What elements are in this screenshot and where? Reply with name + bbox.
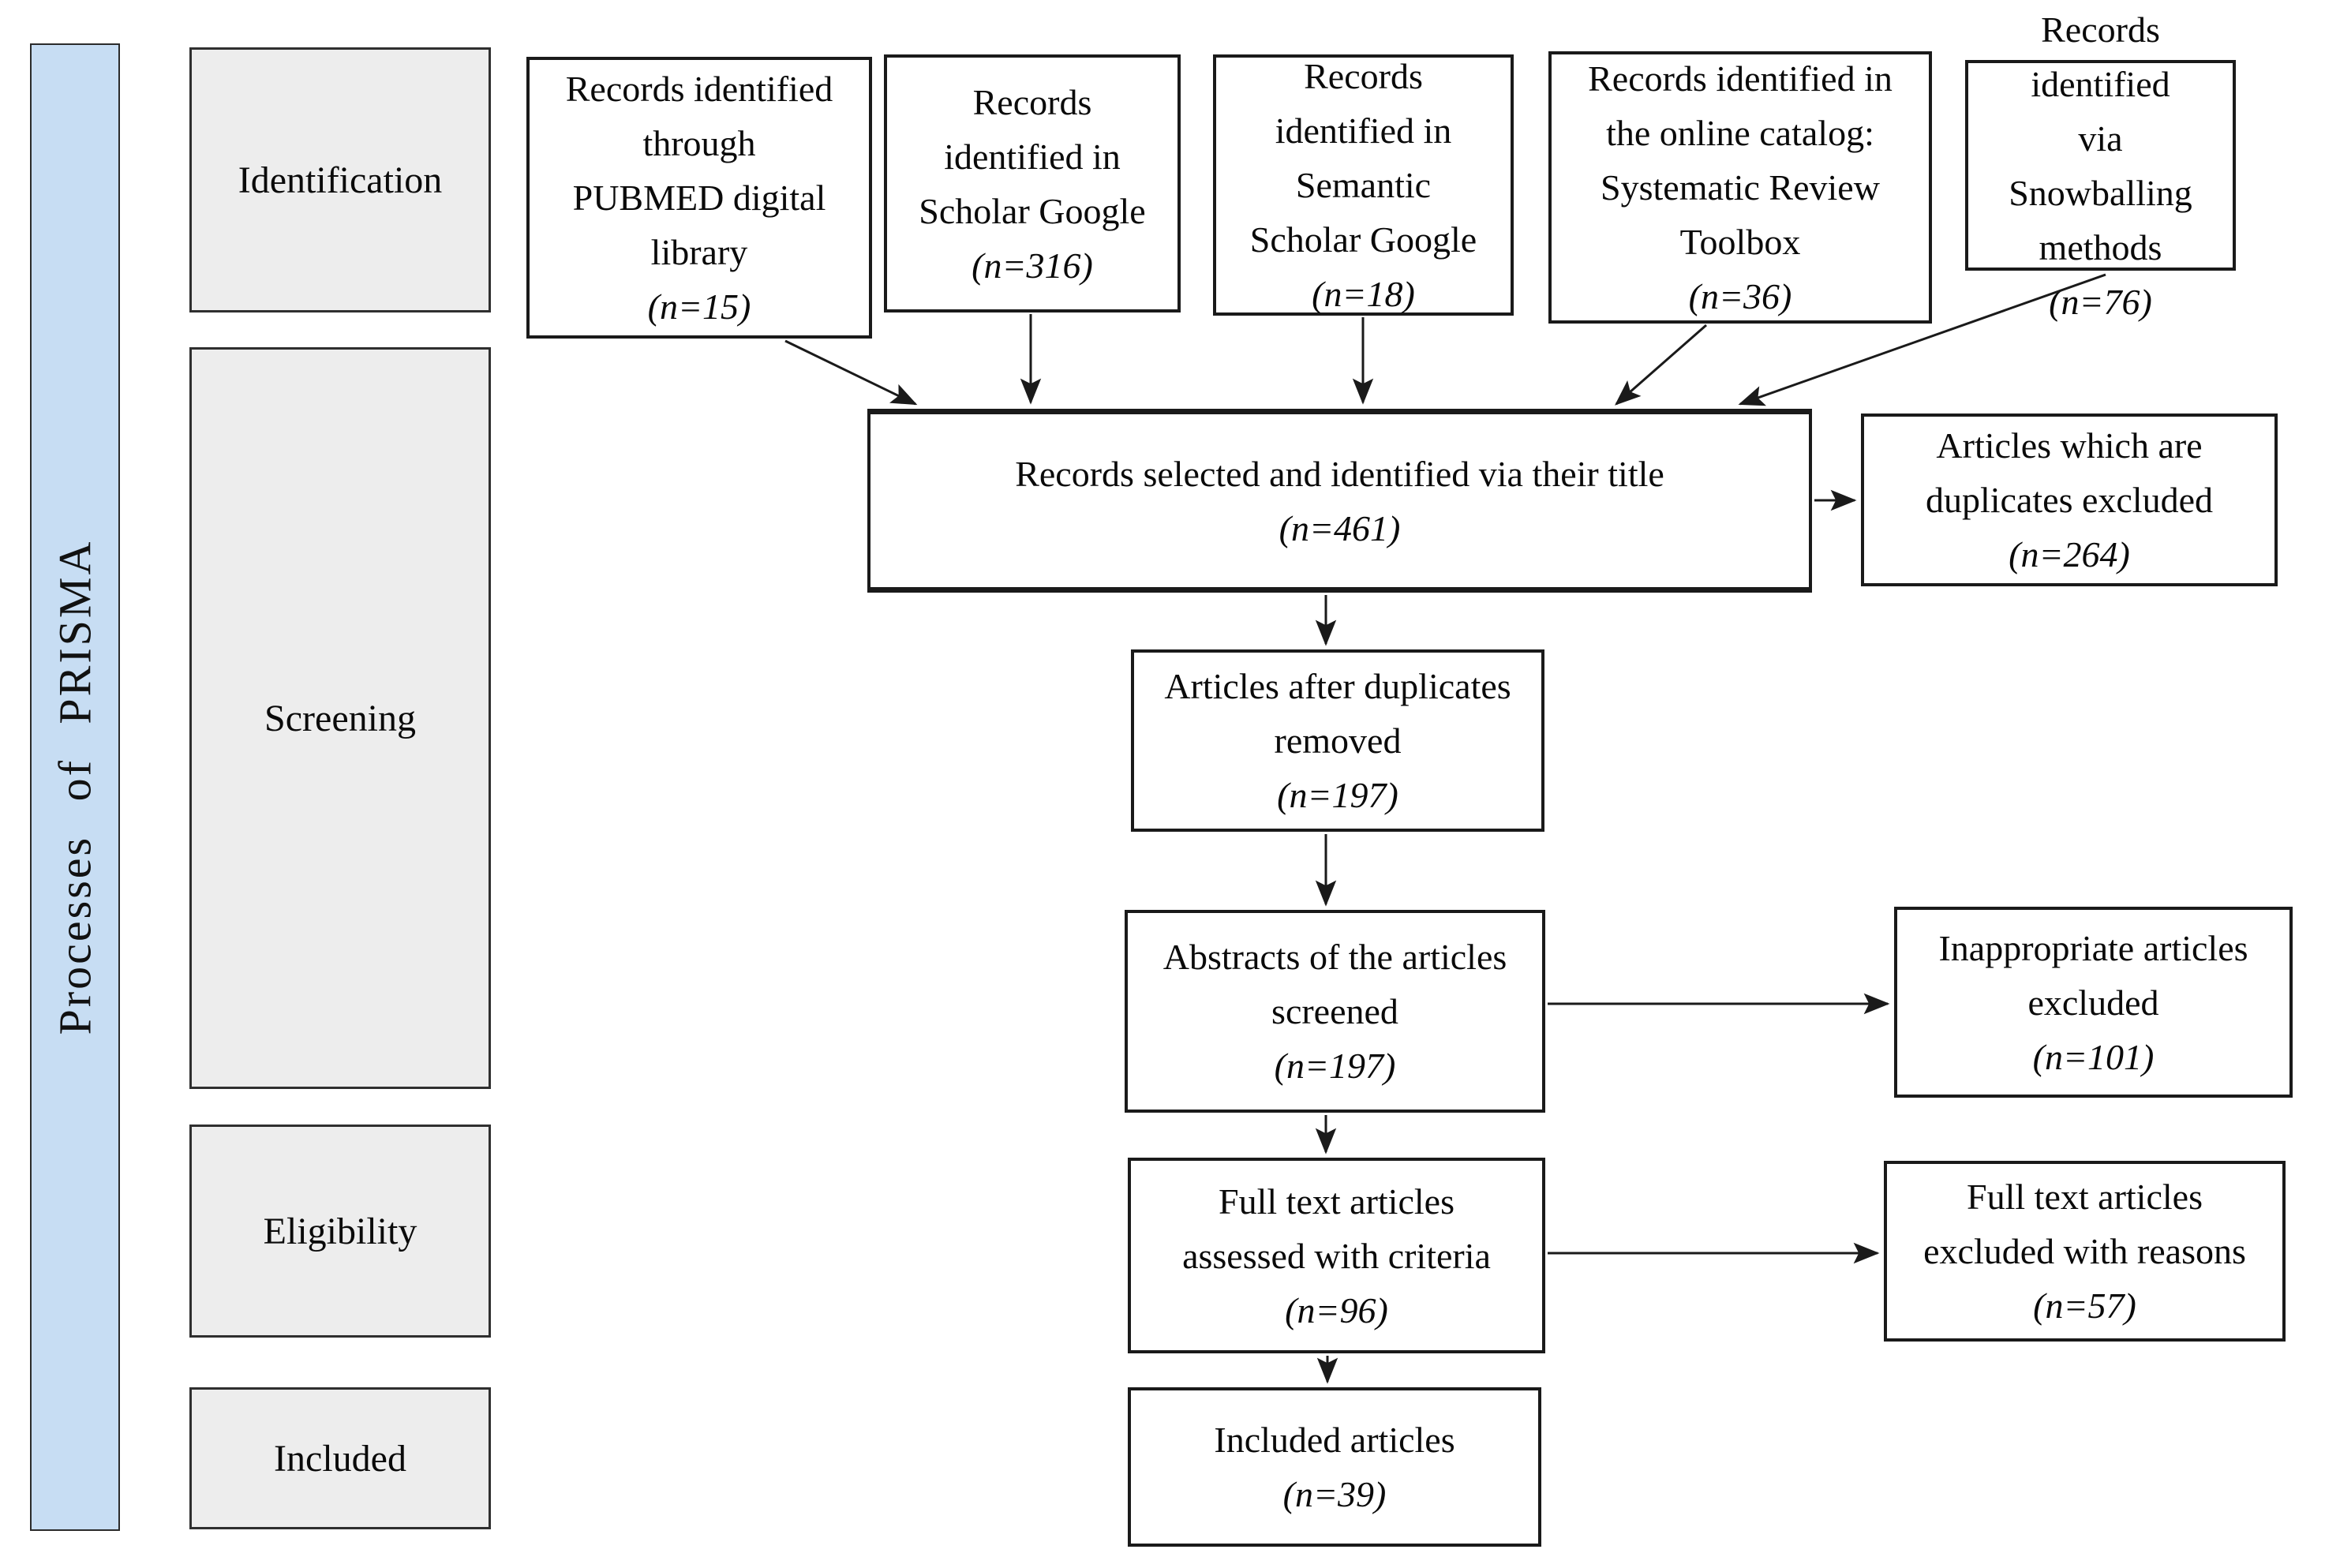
node-records-scholar-google: Records identified in Scholar Google (n=… [884,54,1181,312]
node-text: Included articles [1214,1420,1455,1460]
node-text: Records identified in Semantic Scholar G… [1249,56,1477,260]
sidebar-label: Processes of PRISMA [49,539,101,1035]
node-text: Records identified in Scholar Google [919,81,1146,231]
node-duplicates-excluded: Articles which are duplicates excluded (… [1861,414,2278,586]
node-count: (n=264) [2009,534,2130,574]
node-text: Abstracts of the articles screened [1162,937,1507,1031]
node-count: (n=39) [1282,1474,1387,1514]
stage-eligibility: Eligibility [189,1125,491,1338]
node-inappropriate-excluded: Inappropriate articles excluded (n=101) [1894,907,2293,1098]
node-records-pubmed: Records identified through PUBMED digita… [526,57,872,339]
node-count: (n=197) [1277,775,1398,815]
node-included-articles: Included articles (n=39) [1128,1387,1541,1547]
node-text: Articles which are duplicates excluded [1925,425,2214,520]
arrow-pubmed-to-selected [784,339,918,406]
node-count: (n=101) [2032,1036,2155,1077]
node-text: Full text articles excluded with reasons [1923,1177,2246,1271]
node-text: Records identified through PUBMED digita… [565,69,833,272]
node-text: Inappropriate articles excluded [1938,927,2248,1023]
node-count: (n=76) [2049,281,2152,322]
node-count: (n=57) [2033,1285,2136,1326]
node-records-semantic-scholar: Records identified in Semantic Scholar G… [1213,54,1514,316]
node-count: (n=461) [1279,507,1401,548]
node-text: Full text articles assessed with criteri… [1182,1181,1491,1276]
node-fulltext-excluded: Full text articles excluded with reasons… [1884,1161,2286,1342]
node-text: Records identified via Snowballing metho… [2009,9,2192,268]
node-records-sr-toolbox: Records identified in the online catalog… [1548,51,1932,324]
arrow-toolbox-to-selected [1615,324,1707,406]
stage-screening: Screening [189,347,491,1089]
node-count: (n=96) [1285,1289,1388,1330]
stage-included: Included [189,1387,491,1529]
stage-identification: Identification [189,47,491,312]
node-records-selected-by-title: Records selected and identified via thei… [867,409,1812,593]
node-text: Records selected and identified via thei… [1015,453,1664,494]
node-articles-after-duplicates-removed: Articles after duplicates removed (n=197… [1131,649,1544,832]
node-text: Records identified in the online catalog… [1588,58,1893,262]
node-text: Articles after duplicates removed [1164,666,1511,761]
node-count: (n=15) [647,286,751,327]
node-count: (n=36) [1688,276,1792,316]
node-fulltext-assessed: Full text articles assessed with criteri… [1128,1158,1545,1353]
node-count: (n=316) [972,245,1093,286]
prisma-sidebar: Processes of PRISMA [30,43,120,1531]
node-records-snowballing: Records identified via Snowballing metho… [1965,9,2236,322]
node-count: (n=197) [1274,1046,1396,1086]
node-count: (n=18) [1312,274,1415,314]
node-abstracts-screened: Abstracts of the articles screened (n=19… [1125,910,1545,1113]
